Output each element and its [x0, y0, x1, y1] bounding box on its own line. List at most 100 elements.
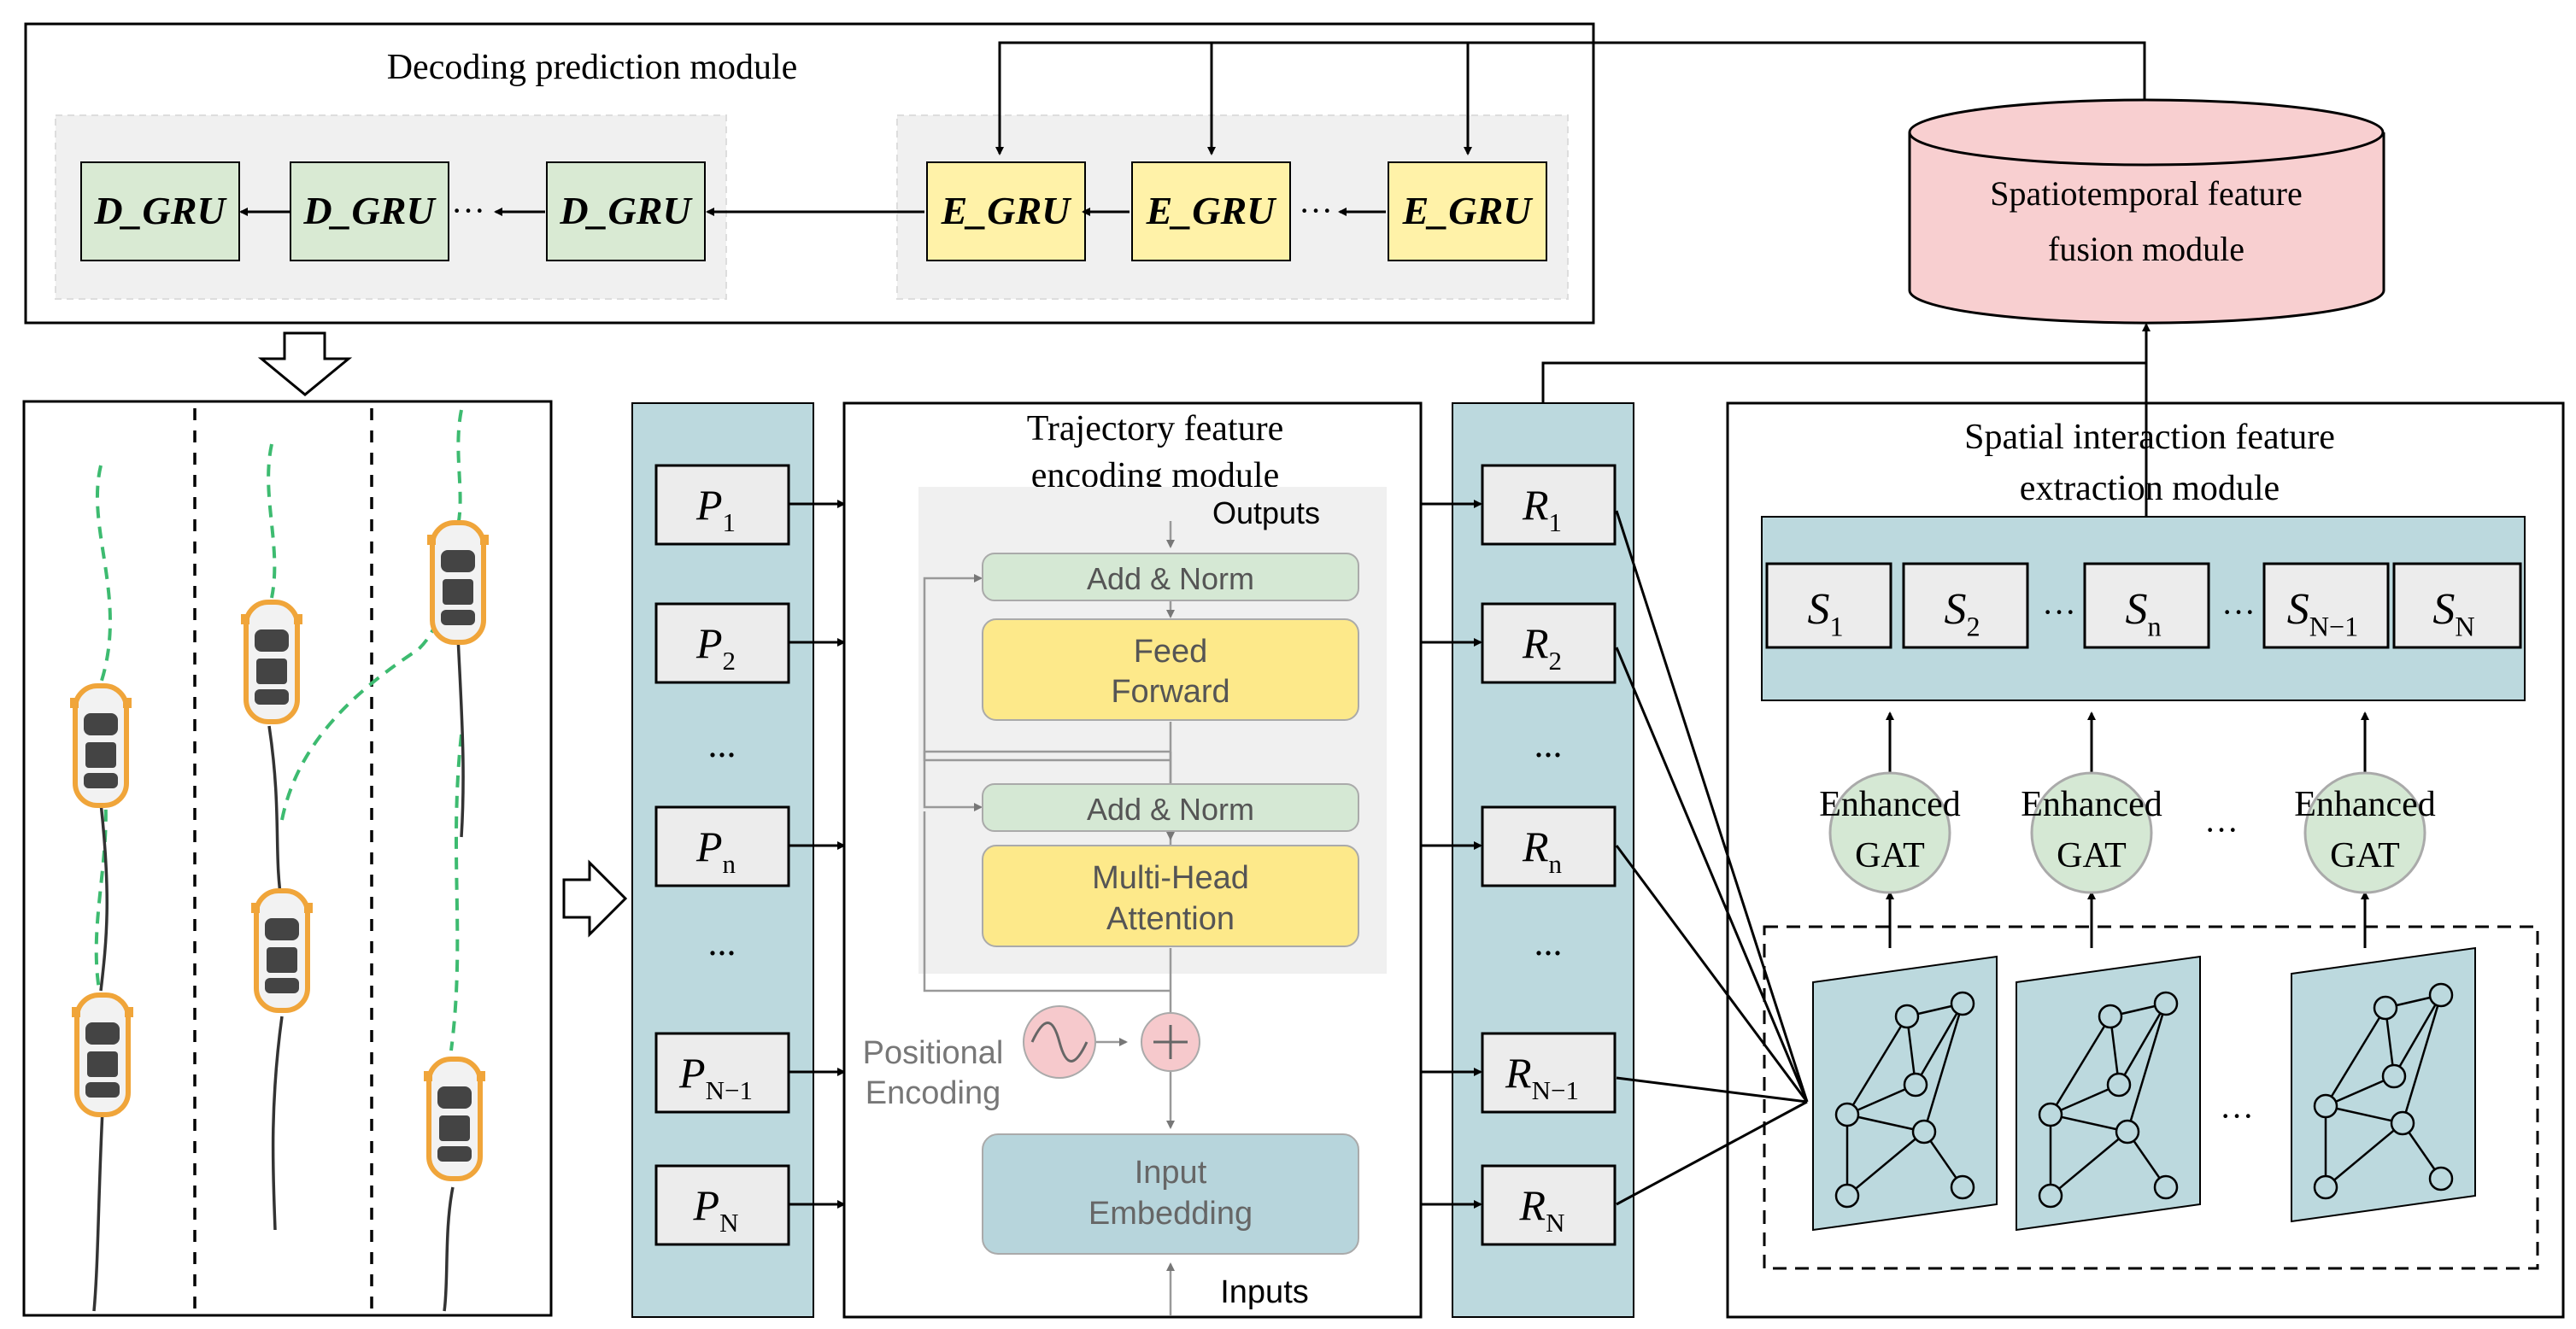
- graph-dashed-region: [1763, 925, 2539, 1270]
- s-node-1: S2: [1944, 585, 1980, 642]
- p-node-box: [654, 1164, 790, 1246]
- add-norm-bottom: [982, 783, 1359, 832]
- graph-panel-2: [2015, 955, 2202, 1232]
- p-ellipsis: ...: [708, 922, 736, 963]
- r-node-6: RN: [1519, 1181, 1565, 1238]
- r-node-0: R1: [1522, 481, 1562, 537]
- r-node-box: [1481, 1032, 1617, 1114]
- r-to-fusion-line: [1541, 323, 2151, 403]
- add-norm-bottom-label: Add & Norm: [1087, 792, 1254, 827]
- d-gru-box: [546, 161, 706, 261]
- gat-label-1: Enhanced: [1819, 785, 1961, 824]
- trajectory-module: Trajectory feature encoding module Outpu…: [842, 401, 1423, 1319]
- r-node-0-sub: 1: [1549, 507, 1563, 537]
- road-scene: [22, 400, 553, 1317]
- s-node-box: [1902, 562, 2029, 649]
- r-node-1-base: R: [1522, 619, 1549, 667]
- p-node-1: P2: [695, 619, 736, 676]
- gat-label-1: Enhanced: [2294, 785, 2436, 824]
- trajectory-label-1: Trajectory feature: [1027, 409, 1283, 448]
- p-node-5: PN−1: [678, 1049, 753, 1105]
- p-node-0: P1: [695, 481, 736, 537]
- s-node-2-sub: n: [2147, 612, 2161, 642]
- s-node-3-base: S: [2287, 585, 2309, 634]
- p-node-5-base: P: [678, 1049, 706, 1097]
- input-embedding-box: [982, 1133, 1359, 1255]
- fusion-feedback-lines: [995, 41, 2146, 155]
- d-gru-label: D_GRU: [302, 189, 437, 232]
- d-gru-dots: ···: [451, 191, 485, 230]
- multi-head-attention-box: [982, 845, 1359, 947]
- graph-panel-3: [2290, 946, 2477, 1223]
- p-node-box: [654, 1032, 790, 1114]
- s-node-box: [2083, 562, 2210, 649]
- gat-label-2: GAT: [2330, 836, 2400, 875]
- d-gru-label: D_GRU: [93, 189, 227, 232]
- gat-label-1: Enhanced: [2021, 785, 2162, 824]
- fusion-label-2: fusion module: [2048, 230, 2244, 268]
- inputs-label: Inputs: [1220, 1274, 1309, 1310]
- d-gru-box: [290, 161, 449, 261]
- down-hollow-arrow: [257, 331, 353, 396]
- decoding-module-title: Decoding prediction module: [387, 48, 798, 87]
- s-node-2: Sn: [2125, 585, 2161, 642]
- r-node-6-base: R: [1519, 1181, 1546, 1229]
- embed-label-1: Input: [1135, 1155, 1207, 1191]
- r-node-5-sub: N−1: [1532, 1075, 1579, 1105]
- r-node-0-base: R: [1522, 481, 1549, 529]
- p-node-1-sub: 2: [723, 646, 736, 676]
- e-gru-label: E_GRU: [1146, 189, 1278, 232]
- pos-label-2: Encoding: [866, 1075, 1000, 1111]
- gat-label-2: GAT: [1855, 836, 1925, 875]
- r-node-1-sub: 2: [1549, 646, 1563, 676]
- p-ellipsis: ...: [708, 723, 736, 765]
- graph-panels: [1811, 946, 2477, 1232]
- e-gru-box: [1388, 161, 1547, 261]
- p-node-1-base: P: [695, 619, 723, 667]
- gat-node: [1828, 771, 1951, 894]
- p-node-0-base: P: [695, 481, 723, 529]
- s-node-0-sub: 1: [1829, 612, 1843, 642]
- s-node-4-sub: N: [2455, 612, 2474, 642]
- p-node-6: PN: [693, 1181, 739, 1238]
- e-gru-label: E_GRU: [1402, 189, 1534, 232]
- s-node-2-base: S: [2125, 585, 2147, 634]
- r-node-box: [1481, 805, 1617, 887]
- r-node-5-base: R: [1505, 1049, 1532, 1097]
- mha-label-2: Attention: [1106, 901, 1235, 937]
- r-node-box: [1481, 1164, 1617, 1246]
- spatial-label-2: extraction module: [2020, 469, 2280, 508]
- p-node-6-base: P: [693, 1181, 720, 1229]
- s-node-3-sub: N−1: [2309, 612, 2359, 642]
- s-node-dots-2: ···: [2221, 593, 2256, 631]
- p-node-5-sub: N−1: [706, 1075, 753, 1105]
- outputs-label: Outputs: [1212, 495, 1320, 530]
- s-node-1-base: S: [1944, 585, 1966, 634]
- p-node-6-sub: N: [719, 1208, 738, 1238]
- e-gru-dots: ···: [1299, 191, 1333, 230]
- e-gru-box: [1131, 161, 1291, 261]
- s-node-box: [2392, 562, 2522, 649]
- r-node-box: [1481, 602, 1617, 684]
- r-node-3-base: R: [1522, 823, 1549, 870]
- r-node-1: R2: [1522, 619, 1562, 676]
- s-node-3: SN−1: [2287, 585, 2359, 642]
- p-node-box: [654, 464, 790, 546]
- s-node-0-base: S: [1807, 585, 1829, 634]
- add-norm-top: [982, 553, 1359, 601]
- d-gru-group: D_GRU D_GRU D_GRU: [80, 161, 706, 261]
- s-node-dots: ···: [2042, 593, 2076, 631]
- r-node-3-sub: n: [1549, 849, 1563, 879]
- s-node-4-base: S: [2432, 585, 2455, 634]
- fusion-module: Spatiotemporal feature fusion module: [1908, 98, 2385, 325]
- d-gru-label: D_GRU: [559, 189, 693, 232]
- gat-label-2: GAT: [2057, 836, 2127, 875]
- d-gru-box: [80, 161, 240, 261]
- s-node-0: S1: [1807, 585, 1843, 642]
- embed-label-2: Embedding: [1088, 1196, 1253, 1232]
- p-node-box: [654, 805, 790, 887]
- s-node-box: [1765, 562, 1892, 649]
